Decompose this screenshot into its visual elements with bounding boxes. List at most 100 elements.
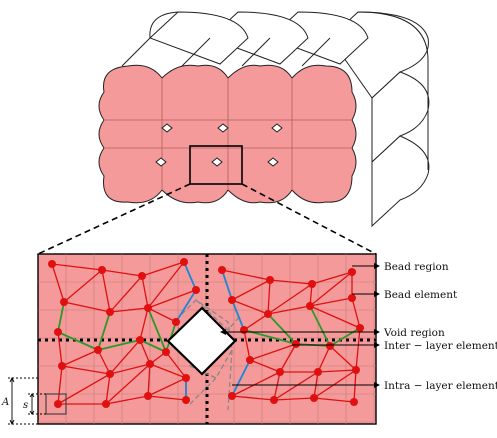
mesh-node [94,346,102,354]
bead-element-line [147,377,187,397]
dimension-marks [8,376,46,426]
bead-element-line [149,363,187,379]
mesh-node [138,272,146,280]
dimension-s-label: s [23,400,28,411]
mesh-node [228,296,236,304]
bead-element-line [267,283,313,315]
mesh-node [54,400,62,408]
mesh-node [218,266,226,274]
bead-element-line [311,271,353,285]
label-intra-layer-element: Intra − layer element [384,380,497,392]
tube-top-1 [149,11,249,65]
mesh-node [240,326,248,334]
void-edge-line [175,289,197,323]
bead-element-line [109,363,151,375]
mesh-node [246,356,254,364]
void-diamond [267,157,279,167]
bead-element-line [51,263,65,303]
bead-element-line [61,349,99,367]
bead-element-line [109,307,149,313]
inter-layer-element-line [57,301,65,333]
bead-element-line [243,329,251,361]
bead-element-line [273,397,315,401]
bead-element-line [353,369,357,403]
mesh-panel [37,253,377,425]
mesh-node [350,398,358,406]
bead-element-line [97,349,111,375]
element-size-box [45,393,67,415]
mesh-node [172,318,180,326]
bead-element-line [243,313,269,331]
bead-element-line [273,371,281,401]
inter-layer-element-line [329,327,361,347]
bead-element-line [139,307,149,341]
bead-element-line [231,299,269,315]
bead-element-line [317,369,357,373]
void-diamond [211,157,223,167]
bead-element-line [57,373,111,405]
zoom-lines [37,183,377,255]
bead-element-line [63,301,111,313]
bead-element-line [147,261,185,309]
mesh-node [106,308,114,316]
bead-element-line [105,363,151,405]
mesh-node [308,280,316,288]
bead-element-line [313,369,357,399]
mesh-node [102,400,110,408]
mesh-node [348,294,356,302]
mesh-node [144,392,152,400]
mesh-nodes [48,258,364,408]
inter-layer-element-line [97,311,111,351]
mesh-node [58,362,66,370]
mesh-node [352,366,360,374]
label-inter-layer-element: Inter − layer element [384,340,497,352]
bead-element-line [231,395,275,401]
bead-element-line [105,395,149,405]
bead-element-line [269,279,313,285]
bead-stack-3d [98,11,430,228]
zoom-box [189,145,243,185]
mesh-node [314,368,322,376]
inter-layer-element-line [147,307,167,353]
inter-layer-element-line [139,339,167,353]
void-region-shape [166,306,237,376]
mesh-node [356,324,364,332]
bead-element-line [101,269,143,277]
bead-front-face [98,64,357,204]
bead-element-line [351,297,361,329]
bead-element-line [355,327,361,371]
bead-element-line [309,305,361,329]
inter-layer-element-line [97,339,141,351]
mesh-node [228,392,236,400]
mesh-node [60,298,68,306]
mesh-node [306,302,314,310]
bead-element-line [267,279,271,315]
mesh-node [106,370,114,378]
bead-element-line [249,359,281,373]
bead-element-line [231,371,281,397]
bead-element-line [109,339,141,375]
bead-element-line [51,263,103,271]
mesh-node [326,342,334,350]
mesh-node [144,304,152,312]
bead-element-line [57,331,63,367]
void-edge-line [221,269,233,301]
label-bead-region: Bead region [384,261,449,273]
void-dashed-boundary [175,299,241,411]
bead-element-line [309,271,353,307]
mesh-node [182,374,190,382]
bead-element-line [221,269,271,281]
bead-element-line [279,343,297,373]
tube-side-3 [371,135,430,228]
bead-element-line [329,345,357,371]
mesh-node [270,396,278,404]
mesh-node [182,396,190,404]
mesh-node [146,360,154,368]
mesh-node [180,258,188,266]
void-diamond [271,123,283,133]
void-edge-line [183,261,197,291]
inter-layer-element-line [267,313,297,345]
void-diamond [161,123,173,133]
bead-element-line [139,339,151,365]
